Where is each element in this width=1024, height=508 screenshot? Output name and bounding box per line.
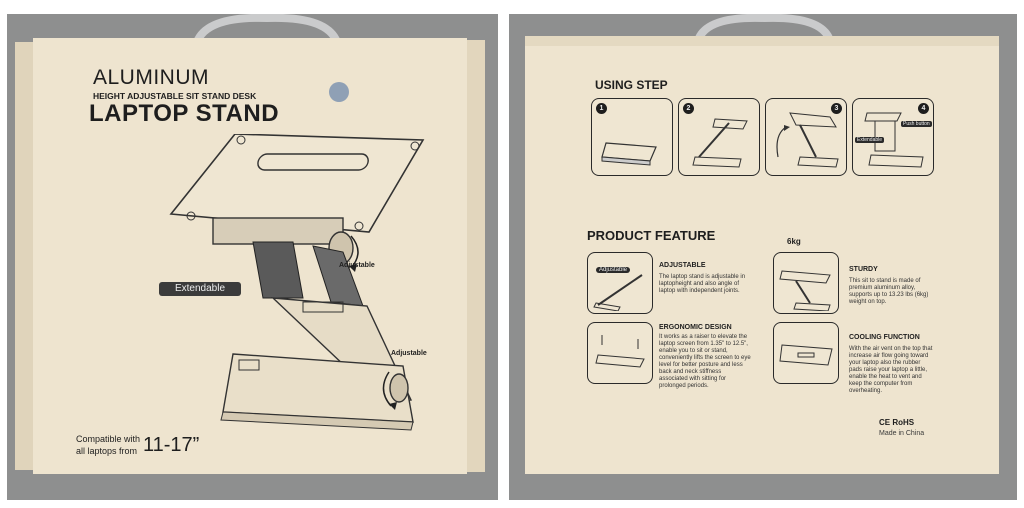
compat-line-1: Compatible with	[76, 434, 141, 444]
title-text: LAPTOP STAND	[89, 100, 280, 127]
box-front-face: ALUMINUM HEIGHT ADJUSTABLE SIT STAND DES…	[33, 38, 467, 474]
step-panel-1: 1	[591, 98, 673, 176]
compat-size: 11-17”	[143, 434, 200, 456]
adjustable-illustration	[593, 274, 643, 311]
feature-panel-sturdy	[773, 252, 839, 314]
compat-line-2: all laptops from	[76, 446, 138, 456]
extendable-label: Extendable	[174, 283, 226, 294]
sturdy-illustration	[779, 270, 831, 311]
feature-title-sturdy: STURDY	[849, 266, 878, 273]
front-photo: ALUMINUM HEIGHT ADJUSTABLE SIT STAND DES…	[7, 14, 498, 500]
handle-strap	[193, 14, 341, 44]
step4-push-label: Push button	[903, 121, 930, 127]
adjustable-tag-label: Adjustable	[599, 267, 628, 273]
step4-extendable-label: Extendable	[857, 137, 883, 143]
feature-panel-cooling	[773, 322, 839, 384]
laptop-stand-illustration	[169, 134, 425, 431]
feature-text-sturdy: This sit to stand is made of premium alu…	[849, 278, 929, 305]
step-number-3: 3	[831, 103, 842, 114]
step-panel-4: 4 Extendable Push button	[852, 98, 934, 176]
feature-title-cooling: COOLING FUNCTION	[849, 334, 920, 341]
handle-strap-back	[695, 14, 833, 40]
step-panel-3: 3	[765, 98, 847, 176]
feature-panel-adjustable: Adjustable	[587, 252, 653, 314]
brand-text: ALUMINUM	[93, 66, 210, 89]
step-2-illustration	[692, 118, 748, 168]
step-panel-2: 2	[678, 98, 760, 176]
made-in-text: Made in China	[879, 430, 925, 437]
cooling-illustration	[779, 344, 833, 366]
sturdy-weight-badge: 6kg	[787, 237, 801, 246]
back-photo: USING STEP 1 2 3	[509, 14, 1017, 500]
adjustable-tag: Adjustable	[596, 267, 631, 273]
feature-panel-ergonomic	[587, 322, 653, 384]
step4-extendable-tag: Extendable	[855, 137, 885, 143]
feature-text-ergonomic: It works as a raiser to elevate the lapt…	[659, 334, 751, 389]
step-number-1: 1	[596, 103, 607, 114]
step-3-illustration	[776, 112, 839, 168]
adjustable-label-top: Adjustable	[339, 262, 375, 269]
ergonomic-illustration	[595, 335, 645, 368]
step-1-illustration	[601, 142, 657, 166]
cert-marks: CE RoHS	[879, 418, 915, 427]
step4-push-tag: Push button	[901, 121, 932, 127]
feature-text-cooling: With the air vent on the top that increa…	[849, 346, 933, 394]
product-feature-heading: PRODUCT FEATURE	[587, 228, 716, 243]
step-number-2: 2	[683, 103, 694, 114]
feature-title-adjustable: ADJUSTABLE	[659, 262, 706, 269]
box-top-edge	[525, 36, 999, 46]
dot-mark	[329, 82, 349, 102]
adjustable-label-bottom: Adjustable	[391, 350, 427, 357]
subtitle-text: HEIGHT ADJUSTABLE SIT STAND DESK	[93, 91, 257, 101]
feature-title-ergonomic: ERGONOMIC DESIGN	[659, 324, 732, 331]
box-back-face: USING STEP 1 2 3	[525, 36, 999, 474]
step-4-illustration	[864, 112, 924, 168]
extendable-tag: Extendable	[159, 282, 241, 296]
feature-text-adjustable: The laptop stand is adjustable in laptop…	[659, 274, 746, 294]
step-number-4: 4	[918, 103, 929, 114]
using-step-heading: USING STEP	[595, 78, 668, 92]
